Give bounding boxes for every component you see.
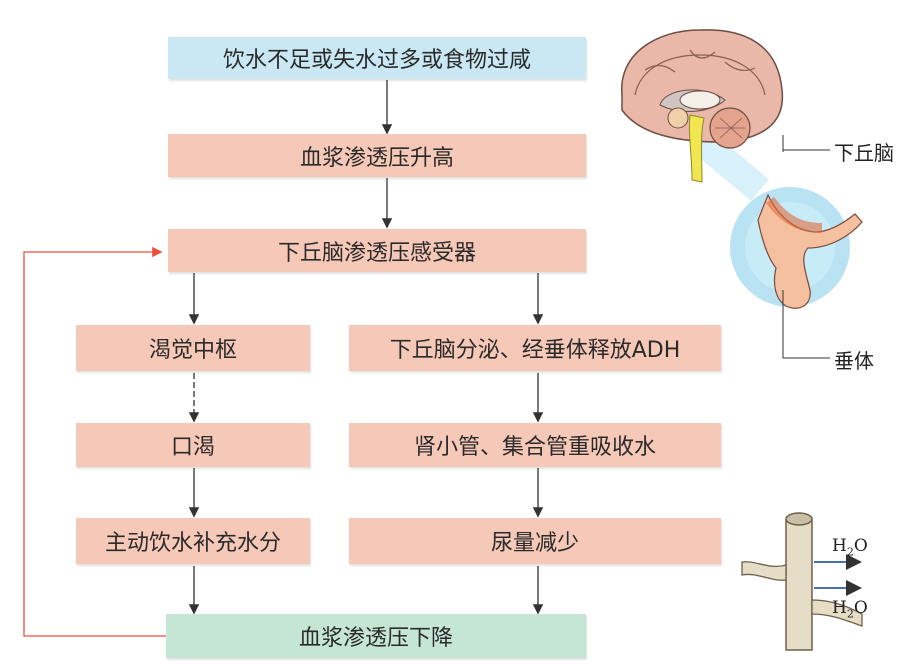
- thirst-center-box: 渴觉中枢: [76, 325, 310, 371]
- brain-illustration: [621, 29, 863, 359]
- adh-label: 下丘脑分泌、经垂体释放ADH: [389, 338, 681, 363]
- tubule-illustration: [741, 512, 863, 651]
- result-box: 血浆渗透压下降: [166, 614, 586, 658]
- receptor-box: 下丘脑渗透压感受器: [168, 229, 586, 272]
- feedback-loop-line: [23, 246, 166, 637]
- urine-box: 尿量减少: [349, 518, 721, 564]
- pituitary-label: 垂体: [834, 349, 874, 373]
- thirst-box: 口渴: [76, 423, 310, 467]
- h2o-label-top: H2O: [832, 536, 868, 559]
- result-label: 血浆渗透压下降: [298, 626, 453, 651]
- thirst-label: 口渴: [170, 435, 215, 460]
- urine-label: 尿量减少: [490, 531, 579, 556]
- pituitary-leader-line: [782, 290, 830, 359]
- trigger-label: 饮水不足或失水过多或食物过咸: [222, 48, 531, 73]
- drink-box: 主动饮水补充水分: [76, 518, 310, 564]
- plasma-up-box: 血浆渗透压升高: [168, 134, 586, 177]
- h2o-label-bottom: H2O: [832, 598, 868, 621]
- adh-box: 下丘脑分泌、经垂体释放ADH: [349, 325, 721, 371]
- receptor-label: 下丘脑渗透压感受器: [277, 240, 476, 266]
- hypothalamus-label: 下丘脑: [834, 141, 894, 165]
- trigger-box: 饮水不足或失水过多或食物过咸: [168, 37, 586, 79]
- reabsorb-box: 肾小管、集合管重吸收水: [349, 423, 721, 467]
- reabsorb-label: 肾小管、集合管重吸收水: [413, 435, 656, 460]
- thirst-center-label: 渴觉中枢: [148, 338, 237, 363]
- drink-label: 主动饮水补充水分: [104, 531, 281, 556]
- plasma-up-label: 血浆渗透压升高: [299, 145, 454, 171]
